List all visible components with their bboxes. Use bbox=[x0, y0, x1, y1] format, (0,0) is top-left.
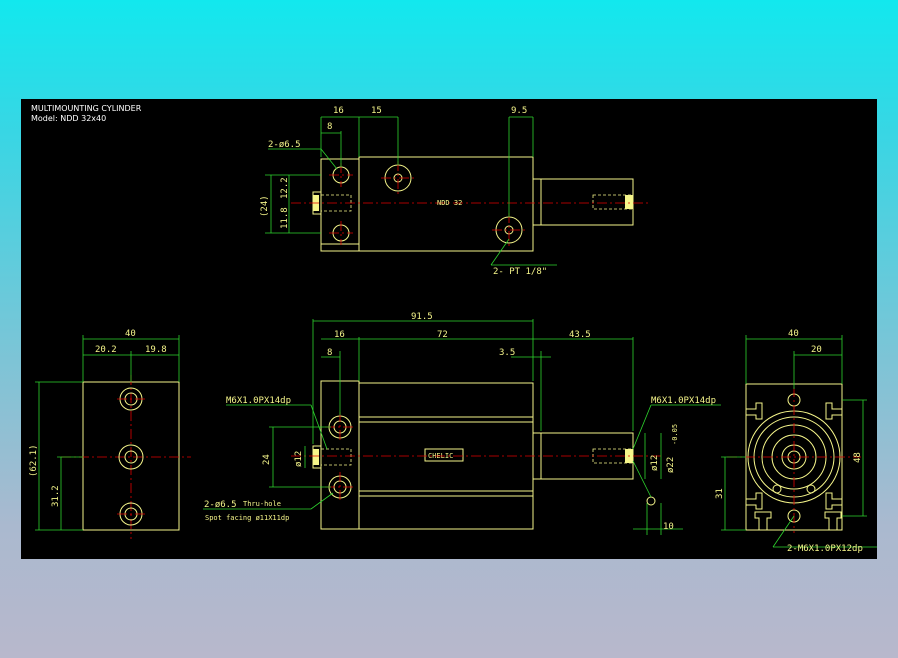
top-dim-12-2: 12.2 bbox=[280, 177, 290, 199]
drawing-title: MULTIMOUNTING CYLINDER bbox=[31, 104, 142, 113]
right-dim-31: 31 bbox=[715, 488, 725, 499]
left-dim-62-1: (62.1) bbox=[29, 444, 39, 477]
top-view: NDD 32 16 15 9.5 8 (24) 12.2 11.8 bbox=[260, 106, 651, 277]
thru-hole-label: 2-ø6.5 bbox=[204, 500, 237, 510]
left-dim-40: 40 bbox=[125, 329, 136, 339]
thread-left-label: M6X1.0PX14dp bbox=[226, 396, 291, 406]
front-dim-3-5: 3.5 bbox=[499, 348, 515, 358]
front-dim-16: 16 bbox=[334, 330, 345, 340]
front-dim-phi22: ø22 bbox=[666, 457, 676, 473]
left-dim-20-2: 20.2 bbox=[95, 345, 117, 355]
left-view: 40 20.2 19.8 (62.1) 31.2 bbox=[29, 329, 191, 539]
front-dim-8: 8 bbox=[327, 348, 332, 358]
top-view-tag: NDD 32 bbox=[437, 199, 462, 207]
top-dim-8: 8 bbox=[327, 122, 332, 132]
front-dim-72: 72 bbox=[437, 330, 448, 340]
front-dim-phi22-tol: -0.05 bbox=[671, 424, 679, 445]
front-dim-phi12-right: ø12 bbox=[650, 455, 660, 471]
front-dim-91-5: 91.5 bbox=[411, 312, 433, 322]
left-dim-31-2: 31.2 bbox=[51, 485, 61, 507]
spot-facing-label: Spot facing ø11X11dp bbox=[205, 514, 289, 522]
drawing-model: Model: NDD 32x40 bbox=[31, 114, 106, 123]
front-dim-phi12-left: ø12 bbox=[294, 451, 304, 467]
top-dim-9-5: 9.5 bbox=[511, 106, 527, 116]
top-holes-label: 2-ø6.5 bbox=[268, 140, 301, 150]
top-dim-24: (24) bbox=[260, 195, 270, 217]
thread-right-label: M6X1.0PX14dp bbox=[651, 396, 716, 406]
thru-hole-note: Thru-hole bbox=[243, 500, 281, 508]
right-dim-20: 20 bbox=[811, 345, 822, 355]
top-ports-label: 2- PT 1/8" bbox=[493, 267, 547, 277]
front-dim-10: 10 bbox=[663, 522, 674, 532]
right-thread-label: 2-M6X1.0PX12dp bbox=[787, 544, 863, 554]
cad-drawing-canvas: MULTIMOUNTING CYLINDER Model: NDD 32x40 … bbox=[21, 99, 877, 559]
front-dim-24: 24 bbox=[262, 454, 272, 465]
right-dim-40: 40 bbox=[788, 329, 799, 339]
right-view: 40 20 48 31 2-M6X1.0PX12dp bbox=[715, 329, 877, 554]
top-dim-15: 15 bbox=[371, 106, 382, 116]
front-dim-43-5: 43.5 bbox=[569, 330, 591, 340]
front-view: CHELIC 91.5 16 72 43.5 8 3.5 24 ø12 bbox=[203, 312, 721, 535]
right-dim-48: 48 bbox=[853, 452, 863, 463]
left-dim-19-8: 19.8 bbox=[145, 345, 167, 355]
top-dim-11-8: 11.8 bbox=[280, 207, 290, 229]
top-dim-16: 16 bbox=[333, 106, 344, 116]
